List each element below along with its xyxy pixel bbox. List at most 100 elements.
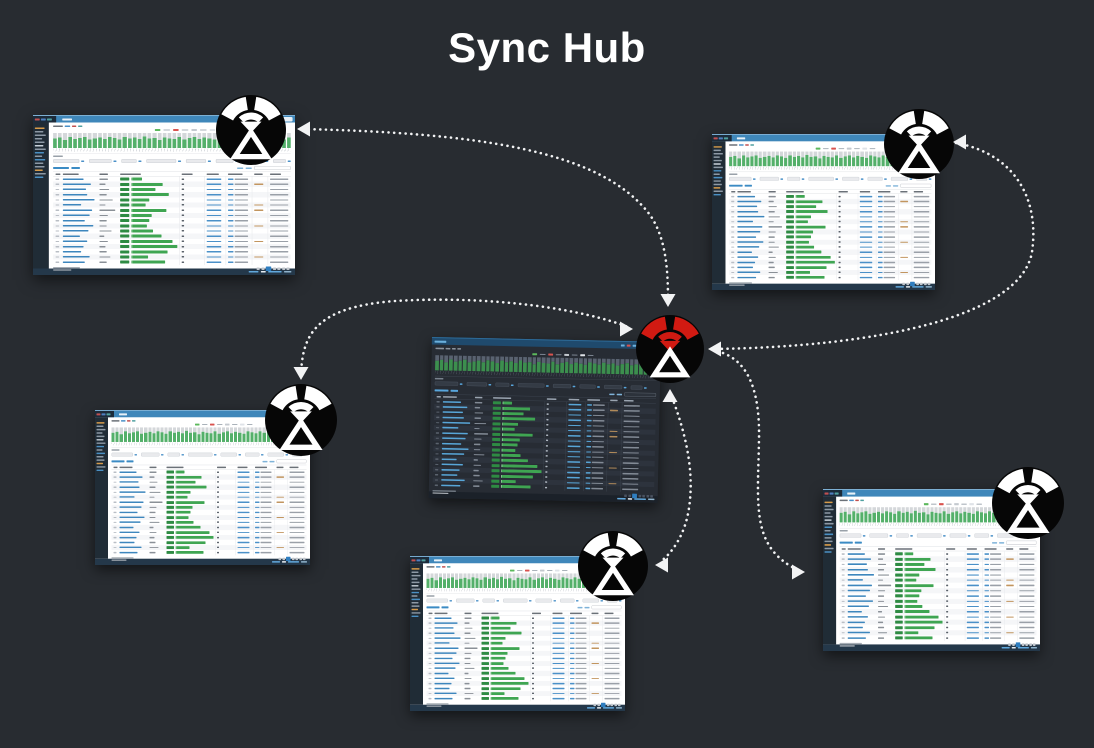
- filter-chip[interactable]: [88, 159, 112, 163]
- table-row[interactable]: [426, 620, 622, 626]
- table-row[interactable]: [53, 223, 291, 229]
- table-row[interactable]: [426, 640, 622, 646]
- node-top-left-icon[interactable]: [212, 91, 290, 169]
- pagination[interactable]: [593, 702, 622, 708]
- app-window-bottom-center[interactable]: [410, 556, 625, 711]
- row-detail: [260, 491, 272, 493]
- column-header: [428, 612, 433, 615]
- pagination[interactable]: [278, 556, 307, 562]
- app-sidebar[interactable]: [95, 417, 108, 559]
- table-row[interactable]: [53, 192, 291, 198]
- table-row[interactable]: [53, 259, 291, 265]
- table-row[interactable]: [426, 670, 622, 676]
- filter-chip[interactable]: [535, 598, 552, 603]
- filter-chip[interactable]: [187, 452, 213, 457]
- app-window-bottom-right[interactable]: [823, 489, 1040, 651]
- table-row[interactable]: [112, 489, 307, 495]
- app-sidebar[interactable]: [33, 122, 49, 269]
- table-row[interactable]: [53, 254, 291, 260]
- filter-chip[interactable]: [185, 159, 206, 163]
- table-row[interactable]: [426, 630, 622, 636]
- table-row[interactable]: [53, 228, 291, 234]
- table-row[interactable]: [111, 494, 307, 500]
- table-row[interactable]: [53, 238, 291, 245]
- table-row[interactable]: [53, 197, 291, 203]
- table-row[interactable]: [426, 660, 622, 666]
- table-row[interactable]: [111, 514, 307, 520]
- table-row[interactable]: [112, 540, 307, 546]
- table-row[interactable]: [112, 519, 307, 525]
- node-bottom-center-icon[interactable]: [574, 527, 652, 605]
- table-row[interactable]: [427, 645, 622, 651]
- table-row[interactable]: [53, 176, 291, 182]
- filter-chip[interactable]: [482, 598, 496, 603]
- node-mid-left-icon[interactable]: [261, 380, 341, 460]
- sidebar-item: [411, 602, 419, 604]
- filter-chip[interactable]: [559, 598, 575, 603]
- table-row[interactable]: [427, 675, 622, 682]
- table-row[interactable]: [111, 535, 307, 541]
- row-name-link: [434, 657, 453, 659]
- table-row[interactable]: [427, 635, 622, 641]
- app-sidebar[interactable]: [823, 496, 837, 645]
- filter-chip[interactable]: [215, 159, 234, 163]
- table-row[interactable]: [426, 681, 622, 687]
- row-icon: [428, 682, 432, 685]
- table-row[interactable]: [112, 499, 307, 505]
- sidebar-item: [411, 605, 420, 607]
- table-row[interactable]: [427, 625, 622, 631]
- table-search-input[interactable]: [254, 166, 291, 170]
- filter-chip[interactable]: [53, 159, 80, 163]
- table-row[interactable]: [112, 550, 307, 556]
- table-row[interactable]: [112, 479, 307, 485]
- table-row[interactable]: [112, 509, 307, 515]
- table-row[interactable]: [427, 696, 622, 702]
- table-row[interactable]: [53, 202, 291, 208]
- row-status-badge: [120, 255, 130, 259]
- column-rule: [204, 207, 205, 213]
- table-row[interactable]: [112, 469, 307, 475]
- table-row[interactable]: [427, 615, 622, 621]
- node-top-right-icon[interactable]: [880, 105, 958, 183]
- table-row[interactable]: [111, 474, 307, 480]
- table-row[interactable]: [112, 529, 307, 536]
- filter-chip[interactable]: [582, 598, 599, 603]
- table-row[interactable]: [111, 484, 307, 490]
- chart-bar: [229, 427, 234, 442]
- table-row[interactable]: [53, 233, 291, 239]
- table-row[interactable]: [426, 691, 622, 697]
- filter-chip[interactable]: [167, 452, 181, 457]
- table-row[interactable]: [427, 686, 622, 692]
- table-row[interactable]: [53, 212, 291, 219]
- filter-chip[interactable]: [272, 159, 286, 163]
- table-search-input[interactable]: [591, 605, 622, 610]
- pagination[interactable]: [256, 266, 291, 272]
- table-row[interactable]: [53, 207, 291, 213]
- nav-search-input[interactable]: [276, 117, 293, 122]
- hub-node-icon[interactable]: [632, 311, 708, 387]
- node-bottom-right-icon[interactable]: [988, 463, 1068, 543]
- table-row[interactable]: [53, 186, 291, 193]
- table-search-input[interactable]: [276, 459, 307, 464]
- filter-chip[interactable]: [220, 452, 237, 457]
- filter-chip[interactable]: [426, 598, 448, 603]
- table-row[interactable]: [426, 650, 622, 656]
- filter-chip[interactable]: [121, 159, 137, 163]
- filter-chip[interactable]: [502, 598, 528, 603]
- filter-chip[interactable]: [455, 598, 475, 603]
- table-row[interactable]: [111, 504, 307, 510]
- table-row[interactable]: [53, 218, 291, 224]
- filter-chip[interactable]: [244, 452, 260, 457]
- app-sidebar[interactable]: [410, 563, 423, 705]
- table-row[interactable]: [111, 545, 307, 551]
- table-row[interactable]: [427, 655, 622, 661]
- table-row[interactable]: [111, 524, 307, 530]
- table-row[interactable]: [427, 665, 622, 671]
- filter-chip[interactable]: [111, 452, 133, 457]
- table-row[interactable]: [53, 244, 291, 250]
- filter-chip[interactable]: [267, 452, 284, 457]
- table-row[interactable]: [53, 249, 291, 255]
- filter-chip[interactable]: [146, 159, 176, 163]
- table-row[interactable]: [53, 181, 291, 187]
- filter-chip[interactable]: [140, 452, 160, 457]
